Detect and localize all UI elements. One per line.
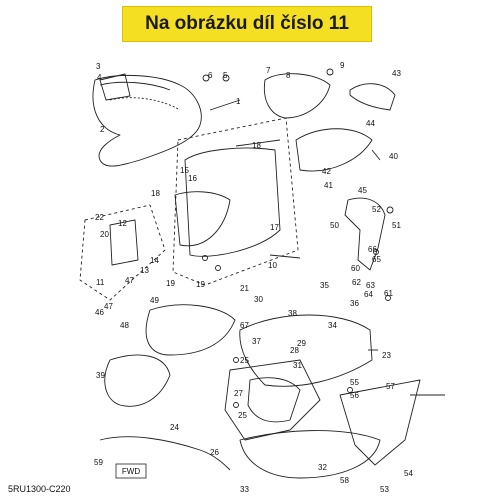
callout-36: 36 bbox=[350, 299, 359, 308]
callout-11: 11 bbox=[96, 278, 105, 287]
callout-60: 60 bbox=[351, 264, 360, 273]
callout-19b: 19 bbox=[196, 280, 205, 289]
callout-49: 49 bbox=[150, 296, 159, 305]
title-text: Na obrázku díl číslo 11 bbox=[145, 13, 349, 34]
callout-28: 28 bbox=[290, 346, 299, 355]
callout-26: 26 bbox=[210, 448, 219, 457]
tail-cover bbox=[263, 73, 331, 119]
callout-15: 15 bbox=[180, 166, 189, 175]
callout-17: 17 bbox=[270, 223, 279, 232]
callout-56: 56 bbox=[350, 391, 359, 400]
callout-54: 54 bbox=[404, 469, 413, 478]
callout-4: 4 bbox=[97, 73, 102, 82]
callout-10: 10 bbox=[268, 261, 277, 270]
callout-32: 32 bbox=[318, 463, 327, 472]
callout-21: 21 bbox=[240, 284, 249, 293]
callout-40: 40 bbox=[389, 152, 398, 161]
callout-34: 34 bbox=[328, 321, 337, 330]
callout-38: 38 bbox=[288, 309, 297, 318]
callout-19a: 19 bbox=[166, 279, 175, 288]
callout-25b: 25 bbox=[238, 411, 247, 420]
callout-59: 59 bbox=[94, 458, 103, 467]
callout-42: 42 bbox=[322, 167, 331, 176]
callout-64: 64 bbox=[364, 290, 373, 299]
callout-7: 7 bbox=[266, 66, 271, 75]
callout-18b: 18 bbox=[151, 189, 160, 198]
callout-58: 58 bbox=[340, 476, 349, 485]
callout-43: 43 bbox=[392, 69, 401, 78]
callout-31: 31 bbox=[293, 361, 302, 370]
callout-47a: 47 bbox=[125, 276, 134, 285]
callout-9: 9 bbox=[340, 61, 345, 70]
callout-30: 30 bbox=[254, 295, 263, 304]
callout-1: 1 bbox=[236, 97, 241, 106]
callout-47b: 47 bbox=[104, 302, 113, 311]
floor-panel bbox=[239, 430, 381, 479]
callout-45: 45 bbox=[358, 186, 367, 195]
callout-57: 57 bbox=[386, 382, 395, 391]
leg-shield bbox=[145, 304, 236, 356]
callout-53: 53 bbox=[380, 485, 389, 494]
callout-67: 67 bbox=[240, 321, 249, 330]
svg-text:FWD: FWD bbox=[122, 467, 140, 476]
diagram-code: 5RU1300-C220 bbox=[8, 484, 71, 494]
callout-39: 39 bbox=[96, 371, 105, 380]
callout-20: 20 bbox=[100, 230, 109, 239]
callout-5: 5 bbox=[223, 71, 228, 80]
callout-44: 44 bbox=[366, 119, 375, 128]
callout-22: 22 bbox=[95, 213, 104, 222]
callout-23: 23 bbox=[382, 351, 391, 360]
callout-51: 51 bbox=[392, 221, 401, 230]
seat-part bbox=[92, 74, 202, 167]
callout-12: 12 bbox=[118, 219, 127, 228]
callout-37: 37 bbox=[252, 337, 261, 346]
callout-48: 48 bbox=[120, 321, 129, 330]
callout-2: 2 bbox=[100, 125, 105, 134]
callout-46: 46 bbox=[95, 308, 104, 317]
callout-18a: 18 bbox=[252, 141, 261, 150]
callout-65: 65 bbox=[372, 255, 381, 264]
callout-66: 66 bbox=[368, 245, 377, 254]
callout-41: 41 bbox=[324, 181, 333, 190]
callout-3: 3 bbox=[96, 62, 101, 71]
callout-24: 24 bbox=[170, 423, 179, 432]
callout-33: 33 bbox=[240, 485, 249, 494]
callout-63: 63 bbox=[366, 281, 375, 290]
callout-13: 13 bbox=[140, 266, 149, 275]
callout-27: 27 bbox=[234, 389, 243, 398]
callout-62: 62 bbox=[352, 278, 361, 287]
callout-29: 29 bbox=[297, 339, 306, 348]
callout-8: 8 bbox=[286, 71, 291, 80]
frame-body bbox=[239, 314, 373, 387]
storage-tray bbox=[184, 147, 281, 257]
title-banner: Na obrázku díl číslo 11 bbox=[122, 6, 372, 42]
callout-55: 55 bbox=[350, 378, 359, 387]
callout-25a: 25 bbox=[240, 356, 249, 365]
callout-50: 50 bbox=[330, 221, 339, 230]
callout-16: 16 bbox=[188, 174, 197, 183]
callout-35: 35 bbox=[320, 281, 329, 290]
fwd-arrow: FWD bbox=[115, 463, 147, 479]
callout-6: 6 bbox=[208, 71, 213, 80]
callouts: 1 2 3 4 5 6 7 8 9 10 11 12 13 14 15 16 1… bbox=[94, 61, 413, 494]
callout-52: 52 bbox=[372, 205, 381, 214]
callout-14: 14 bbox=[150, 256, 159, 265]
callout-61: 61 bbox=[384, 289, 393, 298]
